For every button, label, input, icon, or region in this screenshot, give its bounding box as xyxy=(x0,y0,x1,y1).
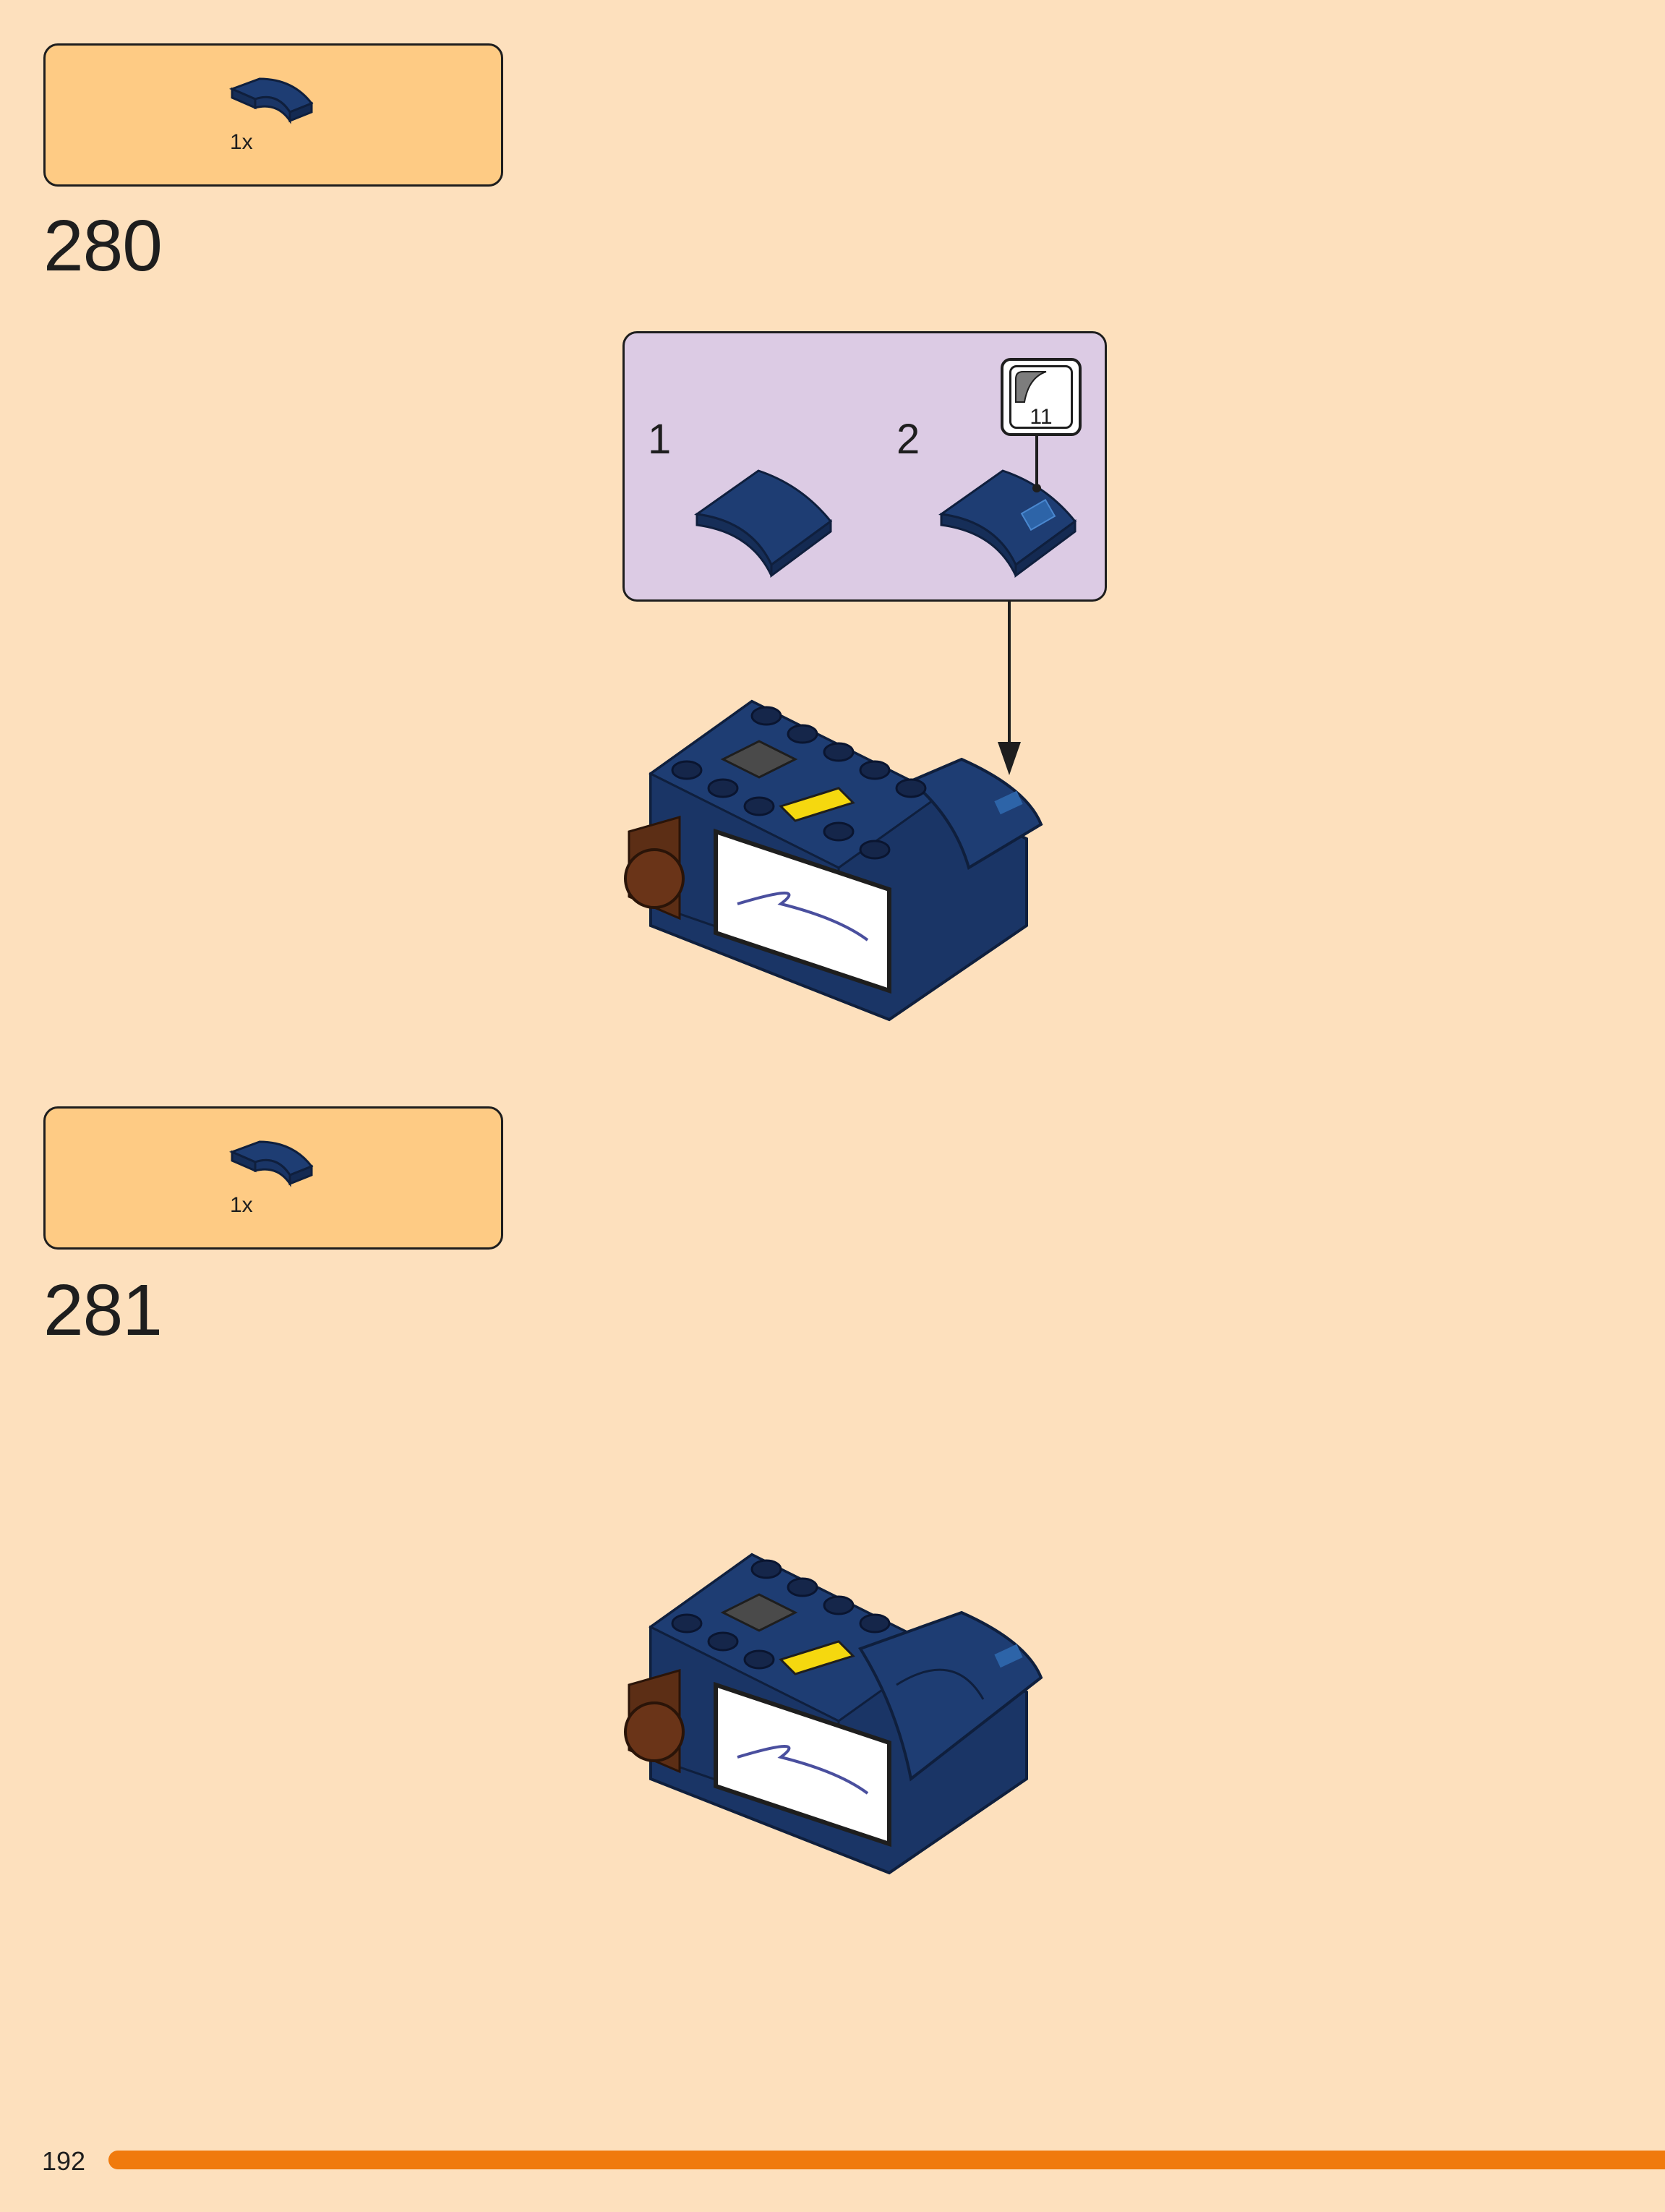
curved-slope-brick-icon xyxy=(228,1140,314,1187)
part-quantity: 1x xyxy=(230,1193,253,1217)
model-assembly-illustration xyxy=(624,699,1043,1022)
model-assembly-illustration xyxy=(624,1553,1043,1875)
parts-list-box-280: 1x xyxy=(43,43,503,187)
sticker-number: 11 xyxy=(1030,405,1053,429)
parts-list-box-281: 1x xyxy=(43,1106,503,1250)
curved-slope-brick-icon xyxy=(228,77,314,124)
page-number: 192 xyxy=(42,2146,86,2176)
curved-slope-brick-icon xyxy=(694,469,833,578)
curved-slope-brick-with-sticker-icon xyxy=(938,469,1077,578)
part-quantity: 1x xyxy=(230,130,253,154)
callout-box: 1 2 11 xyxy=(622,331,1107,602)
step-number: 281 xyxy=(43,1270,163,1351)
sticker-reference-tag: 11 xyxy=(1001,358,1082,436)
sticker-peel-icon xyxy=(1015,371,1047,403)
substep-number: 2 xyxy=(896,416,920,463)
placement-arrow-icon xyxy=(998,600,1021,775)
sticker-leader-line xyxy=(1032,433,1041,492)
step-number: 280 xyxy=(43,205,163,286)
substep-number: 1 xyxy=(648,416,672,463)
page-accent-bar xyxy=(108,2151,1665,2169)
